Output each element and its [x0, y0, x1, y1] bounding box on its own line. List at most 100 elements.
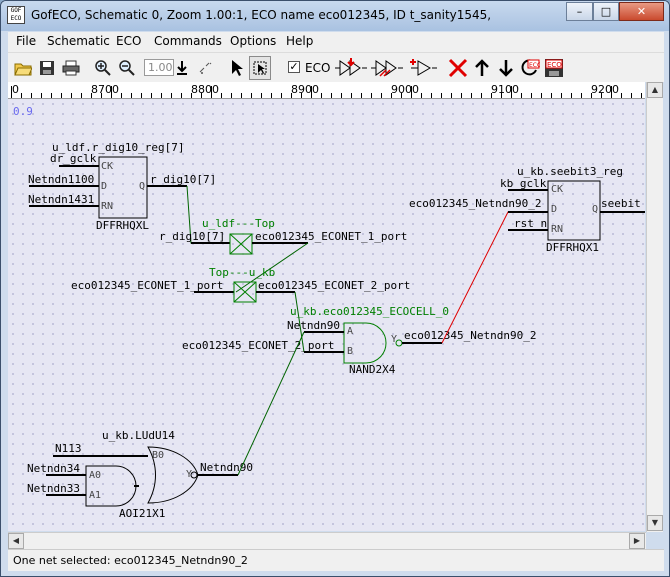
ff1-net-d[interactable]: Netndn1100: [28, 173, 94, 186]
arrow-up-icon[interactable]: [471, 56, 493, 80]
scroll-down-button[interactable]: ▼: [647, 515, 663, 531]
eco-save-icon[interactable]: ECO: [543, 56, 565, 80]
nand-instance-name: u_kb.eco012345_ECOCELL_0: [290, 305, 449, 318]
maximize-button[interactable]: □: [593, 2, 619, 21]
ruler-tick: [381, 93, 382, 98]
zoom-down-icon[interactable]: [171, 56, 193, 80]
select-arrow-icon[interactable]: [225, 56, 247, 80]
ruler-tick: [571, 93, 572, 98]
aoi-pin-a1: A1: [89, 490, 101, 501]
port2-name: Top---u_kb: [209, 266, 275, 279]
ruler-tick: [491, 93, 492, 98]
ruler-tick: [211, 86, 212, 98]
aoi-or-part[interactable]: [147, 446, 199, 504]
ruler-tick: [171, 93, 172, 98]
ruler-tick: [561, 93, 562, 98]
open-folder-icon[interactable]: [12, 56, 34, 80]
port1-left-net[interactable]: r_dig10[7]: [159, 230, 225, 243]
horizontal-scrollbar[interactable]: ◀ ▶: [8, 532, 646, 549]
ff2-cell[interactable]: [547, 180, 601, 241]
eco-add-gate-icon[interactable]: [408, 56, 438, 80]
ff2-net-ck[interactable]: kb_gclk: [500, 177, 547, 190]
eco-buffer-add-icon[interactable]: [334, 56, 368, 80]
status-text: One net selected: eco012345_Netndn90_2: [13, 554, 248, 567]
select-area-icon[interactable]: [249, 56, 271, 80]
menu-options[interactable]: Options: [230, 34, 277, 48]
vertical-scrollbar[interactable]: ▲ ▼: [646, 82, 663, 532]
scroll-left-button[interactable]: ◀: [8, 533, 24, 549]
ruler-tick: [81, 93, 82, 98]
zoom-input[interactable]: 1.00: [144, 59, 174, 76]
nand-cell[interactable]: [343, 322, 387, 364]
delete-red-x-icon[interactable]: [447, 56, 469, 80]
print-icon[interactable]: [60, 56, 82, 80]
menu-file[interactable]: File: [16, 34, 37, 48]
eco-buffer-remove-icon[interactable]: [370, 56, 404, 80]
gofeco-app-icon: GOF ECO: [7, 6, 25, 24]
ruler-tick: [141, 93, 142, 98]
save-icon[interactable]: [36, 56, 58, 80]
wire-eco012345-netndn90-2-selected[interactable]: [441, 211, 548, 344]
ruler-tick: [221, 93, 222, 98]
ruler-tick: [191, 93, 192, 98]
ruler-tick: [511, 86, 512, 98]
menu-help[interactable]: Help: [286, 34, 314, 48]
ff2-net-d[interactable]: eco012345_Netndn90_2: [409, 197, 541, 210]
wire-econet-1[interactable]: [235, 242, 309, 293]
nand-net-a[interactable]: Netndn90: [287, 319, 340, 332]
aoi-pin-y: Y: [186, 469, 192, 480]
ruler-tick: [31, 93, 32, 98]
nand-cell-type: NAND2X4: [349, 363, 396, 376]
title-bar[interactable]: GOF ECO GofECO, Schematic 0, Zoom 1.00:1…: [1, 1, 669, 31]
ruler-tick: [281, 93, 282, 98]
scroll-up-button[interactable]: ▲: [647, 82, 663, 98]
schematic-canvas[interactable]: 0.9 u_ldf.r_dig10_reg[7] CK D RN Q DFFRH…: [8, 99, 645, 531]
schematic-drawing: 0.9 u_ldf.r_dig10_reg[7] CK D RN Q DFFRH…: [13, 105, 645, 520]
port2-right-net[interactable]: eco012345_ECONET_2_port: [258, 279, 410, 292]
scroll-right-button[interactable]: ▶: [629, 533, 645, 549]
ruler-tick: [51, 93, 52, 98]
nand-net-y[interactable]: eco012345_Netndn90_2: [404, 329, 536, 342]
ruler-label: 9100: [491, 83, 519, 96]
aoi-net-y[interactable]: Netndn90: [200, 461, 253, 474]
ff1-net-q[interactable]: r_dig10[7]: [150, 173, 216, 186]
arrow-down-icon[interactable]: [495, 56, 517, 80]
ff2-net-q[interactable]: seebit: [601, 197, 641, 210]
fit-icon[interactable]: [195, 56, 217, 80]
ruler-label: 8900: [291, 83, 319, 96]
wire-econet-2[interactable]: [294, 291, 305, 353]
ruler-label: 9200: [591, 83, 619, 96]
ruler-tick: [251, 93, 252, 98]
ruler-label: 9000: [391, 83, 419, 96]
ff2-net-rn[interactable]: rst_n: [514, 217, 547, 230]
menu-commands[interactable]: Commands: [154, 34, 222, 48]
ruler-tick: [361, 93, 362, 98]
zoom-in-icon[interactable]: [92, 56, 114, 80]
aoi-net-a1[interactable]: Netndn33: [27, 482, 80, 495]
aoi-net-a0[interactable]: Netndn34: [27, 462, 80, 475]
ruler-tick: [501, 93, 502, 98]
close-button[interactable]: ✕: [619, 2, 664, 21]
window-title: GofECO, Schematic 0, Zoom 1.00:1, ECO na…: [31, 8, 492, 22]
ff1-net-ck[interactable]: dr_gclk: [50, 152, 97, 165]
port2-left-net[interactable]: eco012345_ECONET_1_port: [71, 279, 223, 292]
wire-netndn90[interactable]: [237, 331, 305, 476]
aoi-and-part[interactable]: [85, 465, 137, 507]
ff2-instance-name: u_kb.seebit3_reg: [517, 165, 623, 178]
aoi-pin-b0: B0: [152, 450, 164, 461]
port1-right-net[interactable]: eco012345_ECONET_1_port: [255, 230, 407, 243]
nand-net-b[interactable]: eco012345_ECONET_2_port: [182, 339, 334, 352]
ff1-net-rn[interactable]: Netndn1431: [28, 193, 94, 206]
menu-schematic[interactable]: Schematic: [47, 34, 110, 48]
menu-eco[interactable]: ECO: [116, 34, 142, 48]
zoom-out-icon[interactable]: [116, 56, 138, 80]
aoi-net-b0[interactable]: N113: [55, 442, 82, 455]
ff1-cell[interactable]: [98, 156, 148, 219]
minimize-button[interactable]: –: [566, 2, 593, 21]
eco-refresh-icon[interactable]: ECO: [519, 56, 541, 80]
ruler-tick: [531, 93, 532, 98]
eco-checkbox[interactable]: ✓: [288, 60, 300, 73]
nand-pin-b: B: [347, 346, 353, 357]
ruler-tick: [161, 93, 162, 98]
ff1-pin-q: Q: [139, 181, 145, 192]
